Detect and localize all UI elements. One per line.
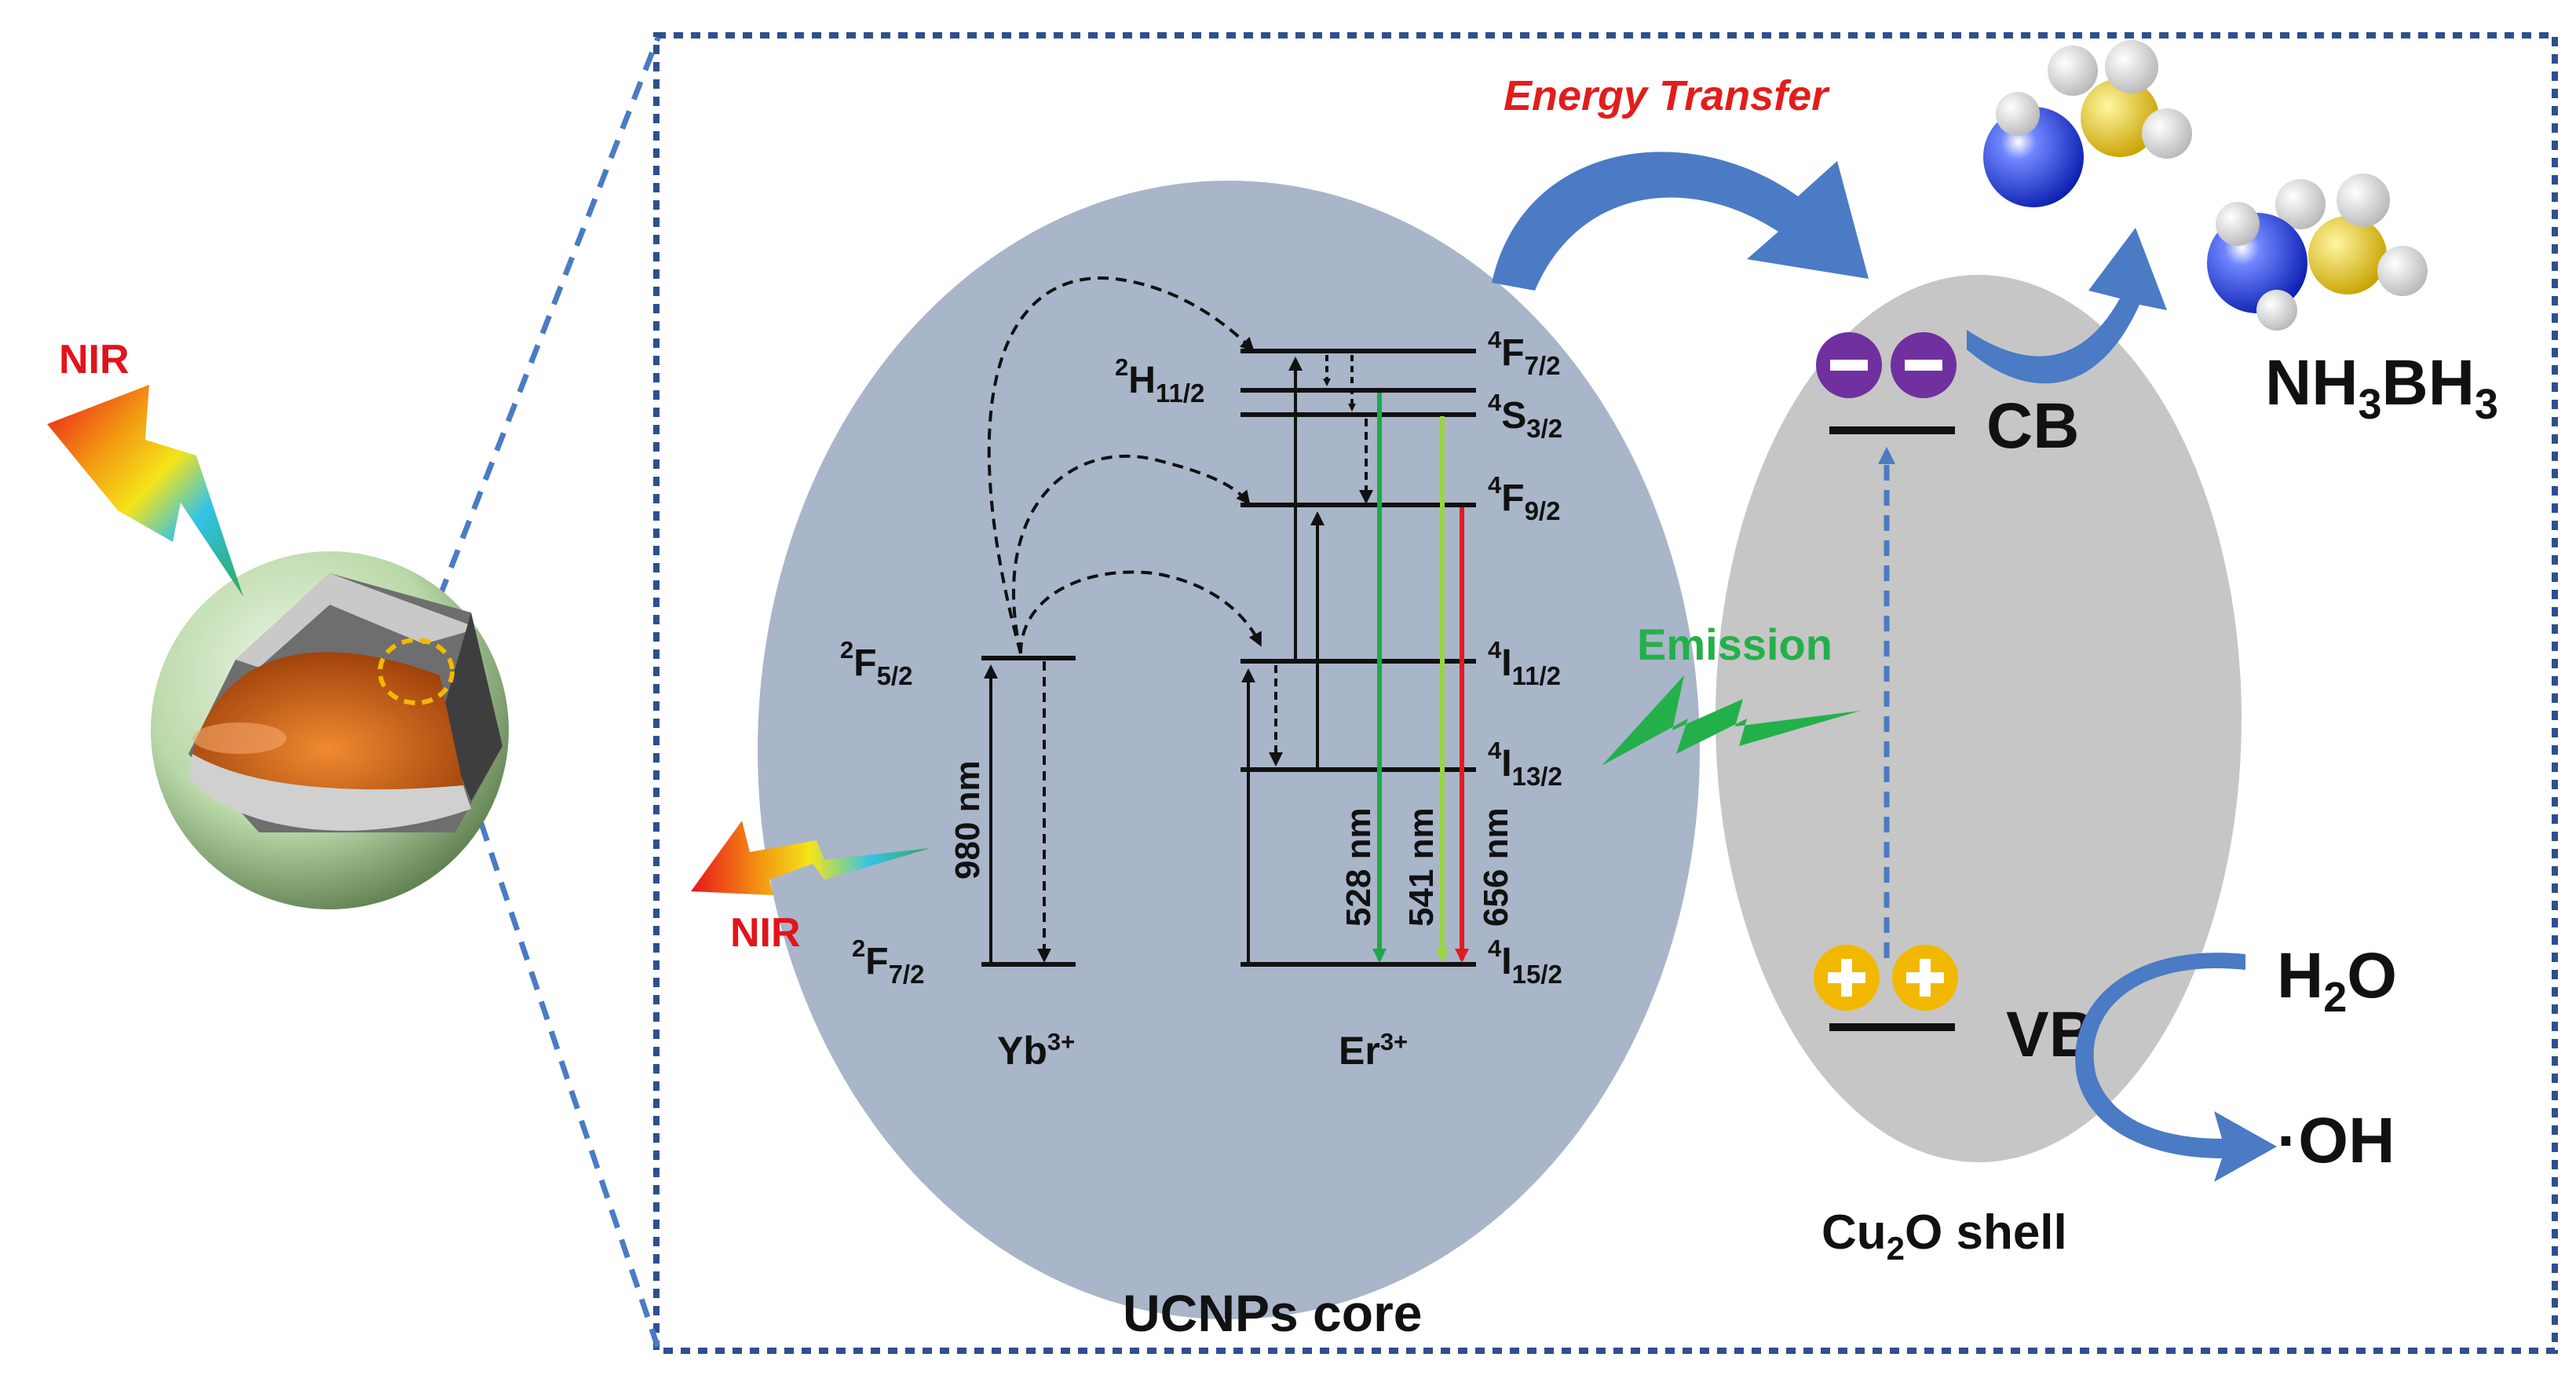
- ab-nh: NH: [2265, 347, 2358, 419]
- level-label-f72: 2F7/2: [852, 935, 924, 989]
- zoom-circle: [378, 638, 455, 705]
- core-shell-nanoparticle: [151, 551, 509, 909]
- et-arc-3: [1019, 570, 1262, 654]
- level-label-f92: 4F9/2: [1488, 471, 1560, 525]
- level-f52-sup: 2: [840, 636, 853, 664]
- er-ion-label: Er3+: [1339, 1028, 1408, 1073]
- level-i132-main: I: [1501, 743, 1511, 785]
- hydroxyl-radical-label: ·OH: [2277, 1105, 2395, 1176]
- nir-label-core: NIR: [730, 910, 801, 956]
- level-f72-main: F: [865, 941, 888, 982]
- level-h112-sup: 2: [1115, 353, 1128, 381]
- level-er-f72-sub: 7/2: [1525, 351, 1561, 380]
- et-arc-1: [987, 276, 1255, 654]
- ucnps-core-label: UCNPs core: [1123, 1284, 1422, 1342]
- shell-sub: 2: [1887, 1230, 1905, 1267]
- level-label-er-f72: 4F7/2: [1488, 326, 1560, 380]
- emission-bolt-icon: [1602, 675, 1861, 766]
- shell-cu: Cu: [1821, 1205, 1887, 1260]
- nir-bolt-core-icon: [691, 821, 930, 895]
- level-i112-sub: 11/2: [1512, 661, 1561, 690]
- level-h112-main: H: [1128, 360, 1156, 401]
- level-f92-sup: 4: [1488, 471, 1502, 499]
- yb-ion-main: Yb: [997, 1029, 1047, 1073]
- level-f92-main: F: [1501, 477, 1524, 519]
- level-label-s32: 4S3/2: [1488, 389, 1562, 443]
- water-sub: 2: [2323, 974, 2347, 1021]
- level-f72-sup: 2: [852, 935, 865, 962]
- level-f72-sub: 7/2: [889, 960, 925, 989]
- water-label: H2O: [2277, 940, 2397, 1021]
- energy-transfer-arrow: [1492, 152, 1869, 291]
- cb-to-ammonia-borane-arrow: [1967, 228, 2167, 384]
- level-er-f72-main: F: [1501, 332, 1524, 374]
- shell-rest: O shell: [1905, 1205, 2067, 1260]
- level-label-i112: 4I11/2: [1488, 636, 1561, 690]
- er-ion-main: Er: [1339, 1029, 1380, 1073]
- level-label-h112: 2H11/2: [1115, 353, 1204, 408]
- nir-bolt-left-icon: [47, 385, 243, 597]
- ammonia-borane-label: NH3BH3: [2265, 347, 2498, 428]
- level-s32-main: S: [1501, 395, 1526, 437]
- level-s32-sup: 4: [1488, 389, 1502, 416]
- zoom-box: [653, 32, 2558, 1354]
- emission-label: Emission: [1637, 620, 1832, 669]
- wavelength-541: 541 nm: [1402, 807, 1441, 927]
- cb-label: CB: [1986, 390, 2079, 462]
- level-label-i152: 4I15/2: [1488, 935, 1562, 989]
- ammonia-borane-molecule-2: [2207, 174, 2428, 331]
- level-i152-sup: 4: [1488, 935, 1502, 962]
- water-o: O: [2347, 940, 2397, 1011]
- level-f92-sub: 9/2: [1525, 496, 1561, 525]
- level-i112-sup: 4: [1488, 636, 1502, 664]
- level-i152-main: I: [1501, 941, 1511, 982]
- wavelength-656: 656 nm: [1477, 807, 1515, 927]
- level-er-f72-sup: 4: [1488, 326, 1502, 353]
- yb-ion-label: Yb3+: [997, 1028, 1075, 1073]
- nir-label-left: NIR: [59, 337, 130, 382]
- electron-1-icon: [1816, 332, 1882, 398]
- er-ion-charge: 3+: [1380, 1028, 1408, 1055]
- cu2o-shell-label: Cu2O shell: [1821, 1205, 2067, 1267]
- ab-sub1: 3: [2358, 381, 2381, 428]
- et-arc-2: [1012, 454, 1251, 654]
- level-h112-sub: 11/2: [1156, 379, 1204, 408]
- wavelength-980: 980 nm: [948, 760, 987, 880]
- yb-ion-charge: 3+: [1047, 1028, 1075, 1055]
- ab-sub2: 3: [2475, 381, 2498, 428]
- level-f52-sub: 5/2: [877, 661, 913, 690]
- water-h: H: [2277, 940, 2323, 1011]
- vb-oxidation-arrow: [2075, 953, 2277, 1182]
- ab-bh: BH: [2381, 347, 2474, 419]
- ammonia-borane-molecule-1: [1983, 40, 2192, 207]
- hole-2-icon: [1892, 945, 1958, 1011]
- electron-2-icon: [1891, 332, 1957, 398]
- level-s32-sub: 3/2: [1526, 414, 1562, 443]
- level-label-f52: 2F5/2: [840, 636, 912, 690]
- level-i132-sup: 4: [1488, 737, 1502, 764]
- zoom-line-bottom: [468, 792, 661, 1349]
- level-i132-sub: 13/2: [1512, 762, 1562, 791]
- zoom-line-top: [437, 36, 661, 598]
- level-f52-main: F: [853, 642, 876, 684]
- level-i112-main: I: [1501, 642, 1511, 684]
- level-label-i132: 4I13/2: [1488, 737, 1562, 791]
- ucnps-core-ellipse: [758, 181, 1700, 1319]
- wavelength-528: 528 nm: [1339, 807, 1378, 927]
- level-i152-sub: 15/2: [1512, 960, 1562, 989]
- hole-1-icon: [1814, 945, 1880, 1011]
- energy-transfer-label: Energy Transfer: [1504, 72, 1830, 119]
- cu2o-shell-ellipse: [1716, 275, 2242, 1162]
